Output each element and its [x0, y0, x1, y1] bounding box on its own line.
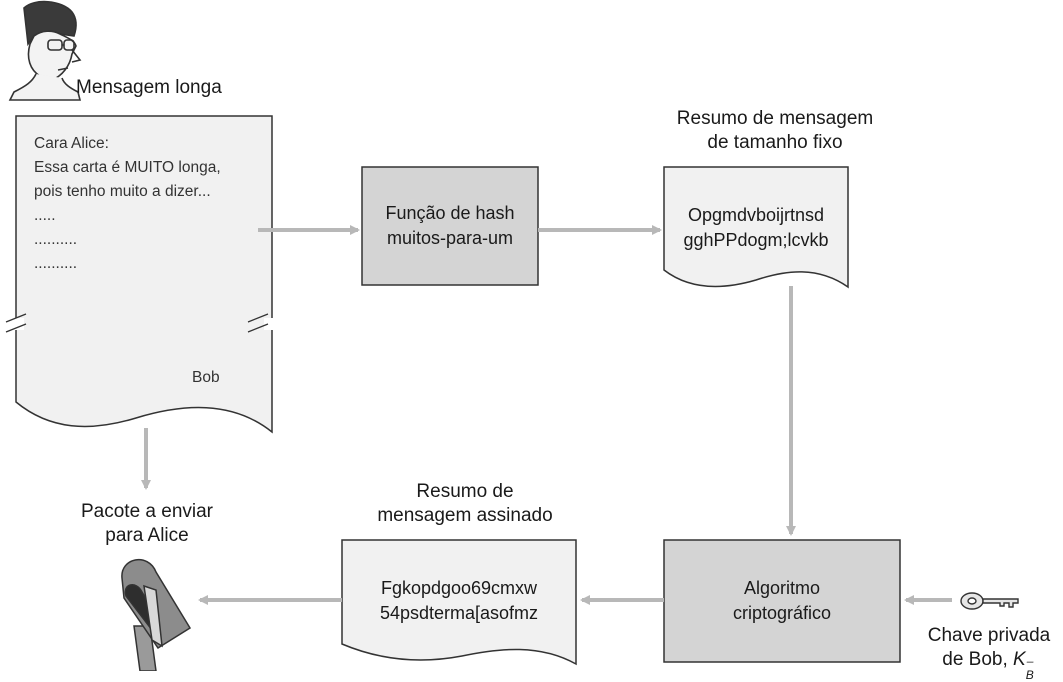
- signed-digest-document: [341, 539, 577, 666]
- package-label-line1: Pacote a enviar: [80, 501, 214, 522]
- fixed-digest-text: Opgmdvboijrtnsd gghPPdogm;lcvkb: [664, 203, 848, 253]
- crypto-algorithm-line1: Algoritmo: [743, 578, 821, 598]
- letter-body: Cara Alice: Essa carta é MUITO longa, po…: [34, 132, 221, 276]
- page-break-mark-right: [247, 313, 280, 333]
- letter-line: Essa carta é MUITO longa,: [34, 159, 221, 176]
- package-label: Pacote a enviar para Alice: [52, 500, 242, 548]
- letter-line: ..........: [34, 231, 78, 248]
- letter-line: .....: [34, 207, 56, 224]
- private-key-symbol: K–B: [1013, 649, 1036, 681]
- crypto-algorithm-text: Algoritmo criptográfico: [664, 576, 900, 626]
- key-superscript: –: [1026, 654, 1034, 668]
- hash-function-line2: muitos-para-um: [386, 228, 514, 248]
- hash-function-line1: Função de hash: [385, 203, 515, 223]
- private-key-owner: de Bob,: [942, 649, 1008, 670]
- long-message-document: [15, 115, 273, 434]
- fixed-digest-line2: gghPPdogm;lcvkb: [683, 230, 829, 250]
- long-message-label: Mensagem longa: [76, 77, 222, 98]
- signed-digest-label-line2: mensagem assinado: [377, 505, 553, 526]
- crypto-algorithm-box: [663, 539, 901, 663]
- key-symbol-k: K: [1013, 649, 1026, 670]
- fixed-digest-label-line2: de tamanho fixo: [707, 132, 843, 153]
- crypto-algorithm-line2: criptográfico: [732, 603, 832, 623]
- private-key-label: Chave privada de Bob, K–B: [916, 624, 1062, 681]
- hash-function-box: [361, 166, 539, 286]
- fixed-digest-line1: Opgmdvboijrtnsd: [687, 205, 825, 225]
- fixed-digest-document: [663, 166, 849, 289]
- signed-digest-text: Fgkopdgoo69cmxw 54psdterma[asofmz: [342, 576, 576, 626]
- signed-digest-label-line1: Resumo de: [416, 481, 514, 502]
- letter-line: pois tenho muito a dizer...: [34, 183, 211, 200]
- private-key-label-line2: de Bob, K–B: [916, 648, 1062, 681]
- fixed-digest-label: Resumo de mensagem de tamanho fixo: [660, 107, 890, 155]
- mailbox-icon: [121, 558, 192, 671]
- letter-line: ..........: [34, 255, 78, 272]
- page-break-mark-left: [5, 313, 27, 333]
- signed-digest-label: Resumo de mensagem assinado: [350, 480, 580, 528]
- letter-line: Cara Alice:: [34, 135, 109, 152]
- key-icon: [960, 592, 1019, 610]
- person-icon: [8, 0, 82, 101]
- signed-digest-line1: Fgkopdgoo69cmxw: [380, 578, 538, 598]
- signed-digest-line2: 54psdterma[asofmz: [379, 603, 539, 623]
- hash-function-text: Função de hash muitos-para-um: [362, 201, 538, 251]
- private-key-label-line1: Chave privada: [927, 625, 1051, 646]
- fixed-digest-label-line1: Resumo de mensagem: [676, 108, 874, 129]
- package-label-line2: para Alice: [105, 525, 189, 546]
- letter-signature: Bob: [192, 369, 220, 386]
